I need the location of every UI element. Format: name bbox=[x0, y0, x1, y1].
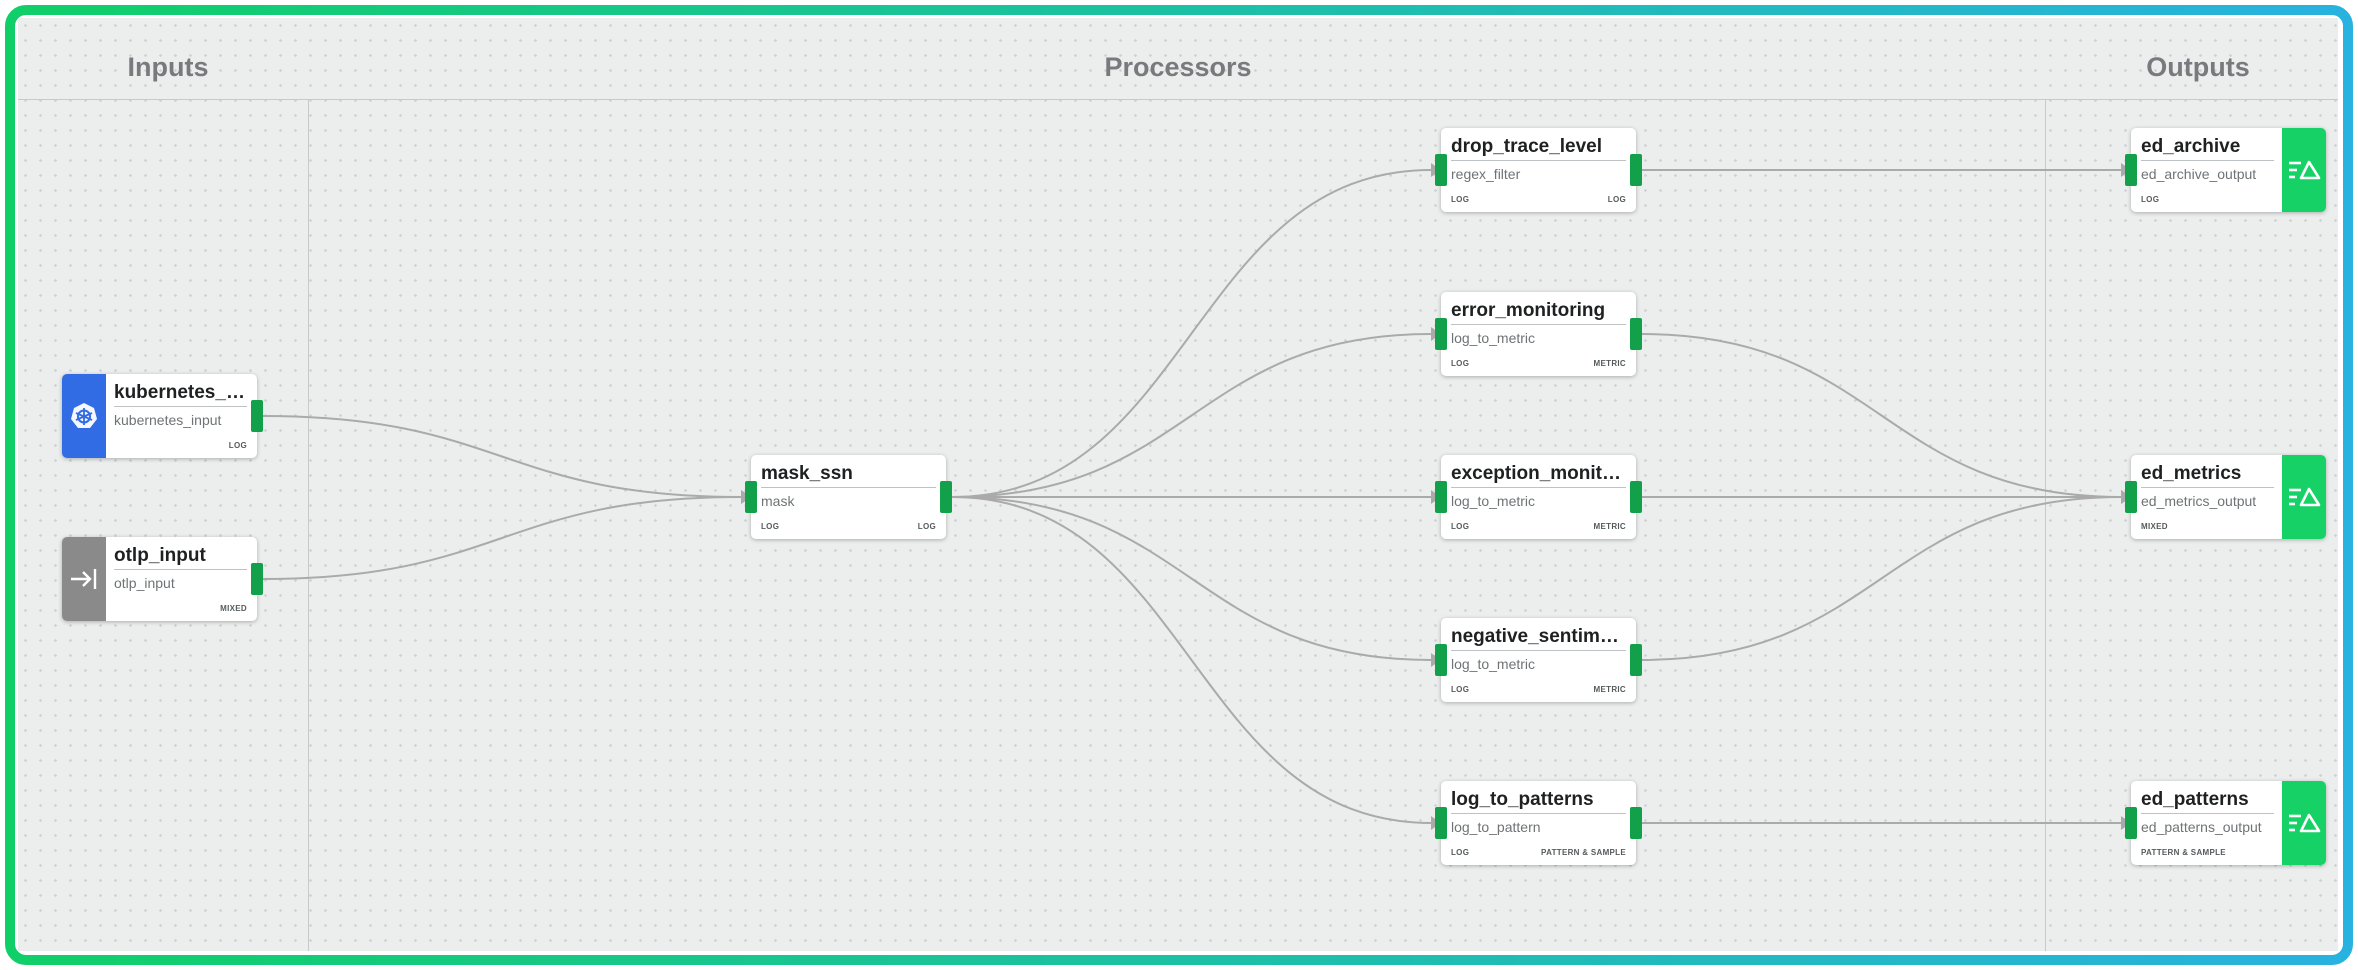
input-data-type: MIXED bbox=[2141, 522, 2168, 531]
input-port[interactable] bbox=[745, 481, 757, 513]
edge-kubernetes_input-to-mask_ssn[interactable] bbox=[262, 415, 742, 498]
node-type: otlp_input bbox=[114, 575, 175, 591]
input-port[interactable] bbox=[1435, 807, 1447, 839]
node-mask-ssn[interactable]: mask_ssn mask LOG LOG bbox=[745, 455, 952, 539]
lane-divider-inputs bbox=[308, 100, 309, 951]
node-ed-archive[interactable]: ed_archive ed_archive_output LOG bbox=[2125, 128, 2326, 212]
node-negative-sentiment[interactable]: negative_sentime... log_to_metric LOG ME… bbox=[1435, 618, 1642, 702]
input-data-type: LOG bbox=[1451, 359, 1470, 368]
output-port[interactable] bbox=[1630, 644, 1642, 676]
node-type: kubernetes_input bbox=[114, 412, 222, 428]
lane-title-outputs: Outputs bbox=[2146, 52, 2250, 82]
output-port[interactable] bbox=[940, 481, 952, 513]
node-type: ed_patterns_output bbox=[2141, 819, 2262, 835]
node-ed-metrics[interactable]: ed_metrics ed_metrics_output MIXED bbox=[2125, 455, 2326, 539]
edge-delta-icon bbox=[2282, 781, 2326, 865]
input-port[interactable] bbox=[2125, 807, 2137, 839]
edges-layer bbox=[262, 163, 2131, 830]
output-data-type: LOG bbox=[917, 522, 936, 531]
input-data-type: LOG bbox=[1451, 685, 1470, 694]
node-title: kubernetes_l... bbox=[114, 382, 247, 407]
node-drop-trace-level[interactable]: drop_trace_level regex_filter LOG LOG bbox=[1435, 128, 1642, 212]
edge-mask_ssn-to-negative_sentiment[interactable] bbox=[951, 496, 1432, 661]
output-data-type: LOG bbox=[228, 441, 247, 450]
input-port[interactable] bbox=[1435, 481, 1447, 513]
output-data-type: METRIC bbox=[1593, 359, 1626, 368]
node-title: otlp_input bbox=[114, 545, 247, 570]
input-data-type: LOG bbox=[761, 522, 780, 531]
edge-error_monitoring-to-ed_metrics[interactable] bbox=[1641, 333, 2122, 498]
output-data-type: MIXED bbox=[220, 604, 247, 613]
input-data-type: LOG bbox=[1451, 522, 1470, 531]
lane-divider-outputs bbox=[2045, 100, 2046, 951]
pipeline-canvas[interactable]: Inputs Processors Outputs kubernetes_l..… bbox=[18, 18, 2338, 951]
output-data-type: METRIC bbox=[1593, 685, 1626, 694]
kubernetes-icon bbox=[62, 374, 106, 458]
node-title: mask_ssn bbox=[761, 463, 936, 488]
edge-negative_sentiment-to-ed_metrics[interactable] bbox=[1641, 496, 2122, 661]
node-log-to-patterns[interactable]: log_to_patterns log_to_pattern LOG PATTE… bbox=[1435, 781, 1642, 865]
input-data-type: LOG bbox=[1451, 848, 1470, 857]
output-data-type: PATTERN & SAMPLE bbox=[1541, 848, 1626, 857]
lane-title-processors: Processors bbox=[1104, 52, 1252, 82]
header-divider bbox=[18, 99, 2338, 100]
output-data-type: LOG bbox=[1607, 195, 1626, 204]
node-title: error_monitoring bbox=[1451, 300, 1626, 325]
output-port[interactable] bbox=[251, 400, 263, 432]
node-title: ed_metrics bbox=[2141, 463, 2274, 488]
node-type: ed_metrics_output bbox=[2141, 493, 2257, 509]
output-data-type: METRIC bbox=[1593, 522, 1626, 531]
edge-mask_ssn-to-drop_trace_level[interactable] bbox=[951, 169, 1432, 498]
node-title: negative_sentime... bbox=[1451, 626, 1626, 651]
output-port[interactable] bbox=[1630, 807, 1642, 839]
edge-delta-icon bbox=[2282, 128, 2326, 212]
node-type: mask bbox=[761, 493, 795, 509]
lane-title-inputs: Inputs bbox=[127, 52, 209, 82]
node-title: ed_archive bbox=[2141, 136, 2274, 161]
node-type: log_to_metric bbox=[1451, 330, 1536, 346]
input-port[interactable] bbox=[2125, 154, 2137, 186]
output-port[interactable] bbox=[1630, 154, 1642, 186]
node-type: log_to_metric bbox=[1451, 656, 1536, 672]
input-data-type: PATTERN & SAMPLE bbox=[2141, 848, 2226, 857]
node-title: drop_trace_level bbox=[1451, 136, 1626, 161]
node-exception-monitoring[interactable]: exception_monito... log_to_metric LOG ME… bbox=[1435, 455, 1642, 539]
node-otlp-input[interactable]: otlp_input otlp_input MIXED bbox=[62, 537, 263, 621]
edge-delta-icon bbox=[2282, 455, 2326, 539]
input-port[interactable] bbox=[1435, 154, 1447, 186]
node-ed-patterns[interactable]: ed_patterns ed_patterns_output PATTERN &… bbox=[2125, 781, 2326, 865]
arrow-into-bar-icon bbox=[62, 537, 106, 621]
node-kubernetes-input[interactable]: kubernetes_l... kubernetes_input LOG bbox=[62, 374, 263, 458]
output-port[interactable] bbox=[251, 563, 263, 595]
node-title: ed_patterns bbox=[2141, 789, 2274, 814]
node-type: ed_archive_output bbox=[2141, 166, 2257, 182]
input-port[interactable] bbox=[1435, 318, 1447, 350]
node-error-monitoring[interactable]: error_monitoring log_to_metric LOG METRI… bbox=[1435, 292, 1642, 376]
node-type: log_to_pattern bbox=[1451, 819, 1541, 835]
output-port[interactable] bbox=[1630, 481, 1642, 513]
input-port[interactable] bbox=[1435, 644, 1447, 676]
output-port[interactable] bbox=[1630, 318, 1642, 350]
node-type: log_to_metric bbox=[1451, 493, 1536, 509]
input-data-type: LOG bbox=[1451, 195, 1470, 204]
edge-mask_ssn-to-error_monitoring[interactable] bbox=[951, 333, 1432, 498]
edge-mask_ssn-to-log_to_patterns[interactable] bbox=[951, 496, 1432, 824]
input-port[interactable] bbox=[2125, 481, 2137, 513]
node-type: regex_filter bbox=[1451, 166, 1521, 182]
node-title: log_to_patterns bbox=[1451, 789, 1626, 814]
node-title: exception_monito... bbox=[1451, 463, 1626, 488]
input-data-type: LOG bbox=[2141, 195, 2160, 204]
edge-otlp_input-to-mask_ssn[interactable] bbox=[262, 496, 742, 580]
